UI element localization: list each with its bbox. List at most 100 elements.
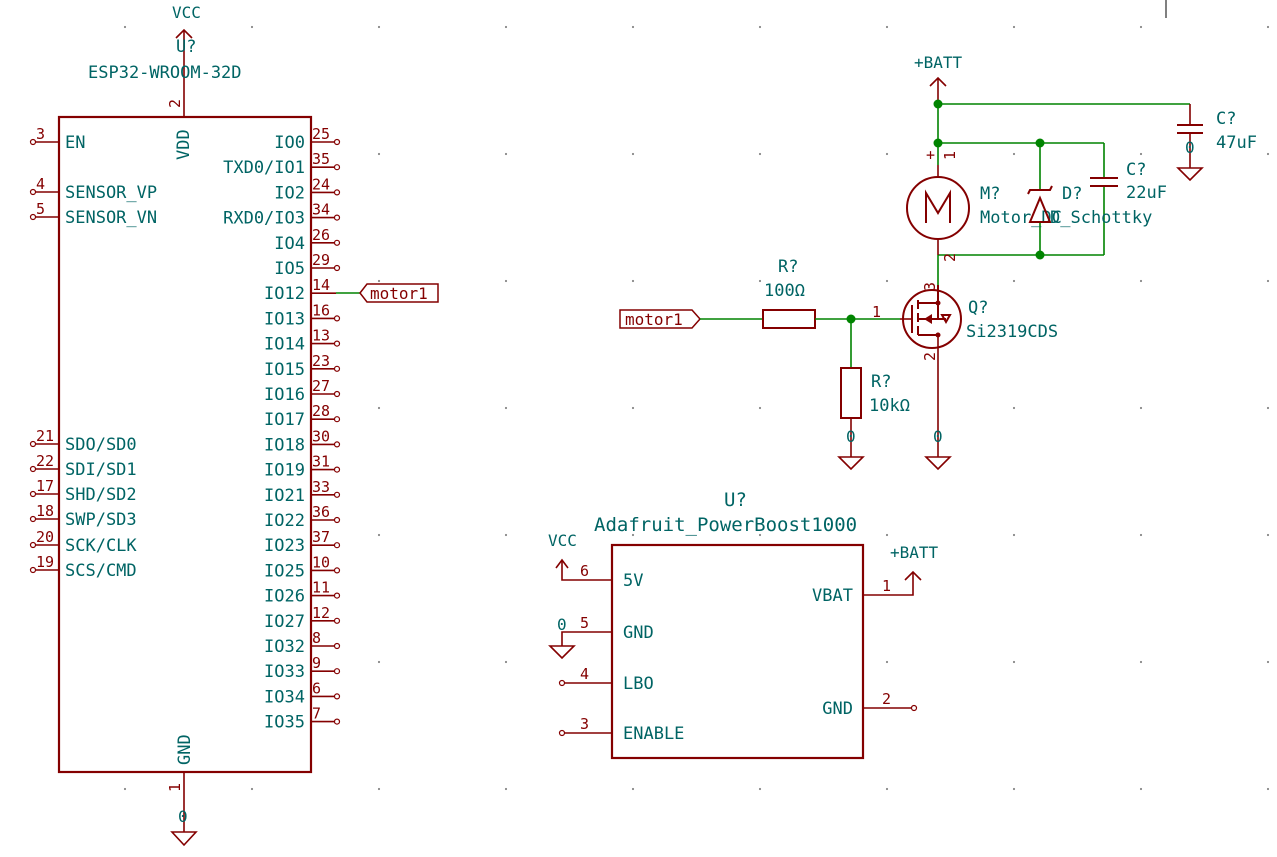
esp32-ref: U? — [176, 37, 196, 57]
esp32-pin-number: 35 — [312, 150, 330, 168]
unconnected-pin-marker — [29, 138, 37, 146]
powerboost-pin-number: 2 — [882, 690, 891, 708]
unconnected-pin-marker — [333, 592, 341, 599]
esp32-pin-name: TXD0/IO1 — [223, 158, 305, 178]
r2-value: 10kΩ — [869, 396, 910, 416]
mosfet-q[interactable]: 1 3 2 0 Q? Si2319CDS — [872, 282, 1058, 471]
capacitor-c2[interactable]: C? 22uF — [1090, 160, 1167, 203]
grid-dot — [377, 660, 381, 664]
powerboost-pin-name: GND — [623, 623, 654, 643]
grid-dot — [758, 787, 762, 791]
esp32-vcc-power-symbol[interactable]: VCC — [172, 3, 201, 117]
esp32-pin-number: 14 — [312, 276, 330, 294]
powerboost-vcc-power-symbol[interactable]: VCC — [548, 531, 612, 581]
diode-schottky[interactable]: D? D_Schottky — [1027, 184, 1152, 228]
esp32-gnd-power-symbol[interactable]: 0 — [170, 772, 198, 847]
powerboost-pin-name: ENABLE — [623, 724, 684, 744]
esp32-pin-name: IO26 — [264, 587, 305, 607]
powerboost-gnd-power-symbol[interactable]: 0 — [548, 615, 612, 660]
esp32-pin-name: IO25 — [264, 561, 305, 581]
esp32-pin-name: IO4 — [274, 234, 305, 254]
esp32-pin-number: 20 — [36, 528, 54, 546]
grid-dot — [504, 406, 508, 410]
esp32-pin-number: 36 — [312, 503, 330, 521]
powerboost-symbol[interactable]: U? Adafruit_PowerBoost1000 VCC 0 +BATT 6… — [548, 489, 939, 760]
resistor-r1[interactable]: R? 100Ω — [762, 257, 816, 329]
grid-dot — [250, 787, 254, 791]
capacitor-c1[interactable]: 0 C? 47uF — [1176, 104, 1257, 182]
grid-dot — [885, 279, 889, 283]
esp32-pin-name: SENSOR_VP — [65, 183, 157, 203]
unconnected-pin-marker — [333, 214, 341, 221]
grid-dot — [1139, 660, 1143, 664]
grid-dot — [758, 152, 762, 156]
grid-dot — [1012, 660, 1016, 664]
unconnected-pin-marker — [333, 441, 341, 448]
motor-driver-circuit[interactable]: +BATT 0 C? 47uF — [619, 53, 1257, 471]
grid-dot — [1139, 279, 1143, 283]
q-ref: Q? — [968, 298, 988, 318]
esp32-pin-number: 8 — [312, 629, 321, 647]
driver-motor1-net-label[interactable]: motor1 — [619, 309, 702, 329]
esp32-body[interactable] — [57, 115, 313, 774]
esp32-pin-number: 31 — [312, 453, 330, 471]
esp32-pin[interactable]: 35 TXD0/IO1 — [223, 150, 341, 178]
esp32-pin-name: IO16 — [264, 385, 305, 405]
esp32-motor1-net-label[interactable]: motor1 — [359, 283, 439, 303]
unconnected-pin-marker — [333, 189, 341, 196]
esp32-pin[interactable]: 31 IO19 — [264, 453, 341, 481]
esp32-pin-name: IO27 — [264, 612, 305, 632]
grid-dot — [1266, 533, 1270, 537]
motor-batt-power-symbol[interactable]: +BATT — [914, 53, 963, 104]
powerboost-batt-power-symbol[interactable]: +BATT — [863, 543, 939, 596]
grid-dot — [123, 25, 127, 29]
grid-dot — [631, 25, 635, 29]
junction-diode-top — [1035, 138, 1045, 148]
powerboost-body[interactable] — [610, 543, 865, 760]
powerboost-pin-number: 3 — [580, 715, 589, 733]
esp32-pin-number: 23 — [312, 352, 330, 370]
motor-m[interactable]: + 1 2 M? Motor_DC — [906, 146, 1062, 285]
esp32-pin-name: IO19 — [264, 461, 305, 481]
resistor-r2[interactable]: 0 R? 10kΩ — [837, 367, 910, 471]
